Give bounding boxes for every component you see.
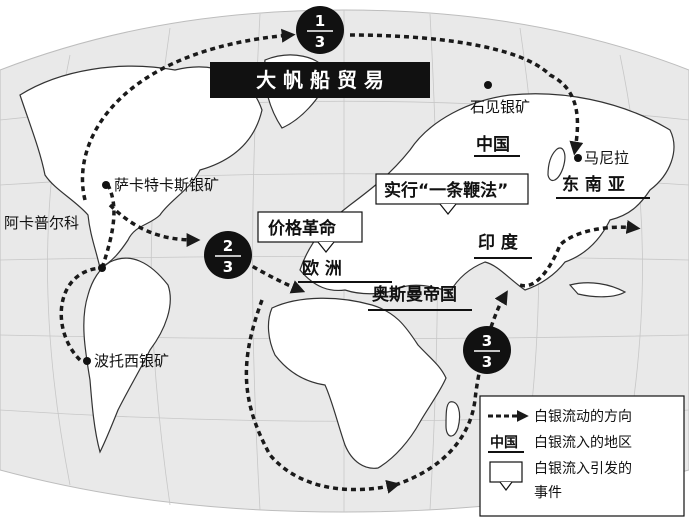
- japan: [547, 147, 566, 182]
- label-acapulco: 阿卡普尔科: [4, 214, 79, 232]
- banner-box: [210, 62, 430, 98]
- route-india-sea: [519, 220, 641, 288]
- svg-text:3: 3: [223, 258, 233, 276]
- route-africa-cape: [244, 299, 401, 494]
- label-china: 中国: [476, 134, 510, 155]
- label-manila: 马尼拉: [584, 149, 629, 167]
- legend-event-text-2: 事件: [534, 485, 562, 501]
- label-europe: 欧 洲: [302, 258, 342, 279]
- svg-text:1: 1: [315, 12, 325, 30]
- svg-text:2: 2: [223, 237, 233, 255]
- legend-event-text-1: 白银流入引发的: [534, 461, 632, 477]
- route-mexico-coast: [100, 184, 116, 269]
- label-ottoman: 奥斯曼帝国: [372, 284, 457, 305]
- legend-region-text: 白银流入的地区: [534, 435, 632, 451]
- north-america: [19, 65, 263, 269]
- banner-title: 大 帆 船 贸 易: [256, 68, 384, 92]
- route-pacific-1: [80, 28, 296, 201]
- svg-text:3: 3: [482, 353, 492, 371]
- label-india: 印 度: [478, 232, 519, 253]
- fraction-atlantic: 2 3: [204, 231, 252, 279]
- legend: 白银流动的方向 中国 白银流入的地区 白银流入引发的 事件: [479, 395, 685, 517]
- label-iwami-mine: 石见银矿: [470, 98, 530, 116]
- manila-dot: [574, 154, 582, 162]
- route-atlantic-2: [244, 260, 306, 294]
- svg-text:3: 3: [315, 33, 325, 51]
- route-atlantic: [108, 203, 201, 247]
- legend-flow-text: 白银流动的方向: [534, 409, 632, 425]
- label-zacatecas-mine: 萨卡特卡斯银矿: [114, 176, 219, 194]
- event-china: 实行“一条鞭法”: [384, 180, 508, 201]
- iwami-dot: [484, 81, 492, 89]
- silver-routes: [59, 28, 641, 494]
- fraction-pacific: 1 3: [296, 6, 344, 54]
- svg-text:3: 3: [482, 332, 492, 350]
- event-europe: 价格革命: [268, 218, 337, 239]
- legend-region-sample: 中国: [490, 434, 518, 451]
- event-box-china: [375, 173, 529, 205]
- route-pacific-2: [349, 33, 584, 156]
- indonesia: [568, 282, 627, 298]
- fraction-indian: 3 3: [463, 326, 511, 374]
- legend-event-icon: [489, 461, 523, 483]
- event-box-europe: [257, 211, 363, 243]
- acapulco-dot: [98, 264, 106, 272]
- label-southeast-asia: 东 南 亚: [562, 174, 625, 195]
- zacatecas-dot: [102, 181, 110, 189]
- route-indian: [394, 290, 508, 487]
- label-potosi-mine: 波托西银矿: [94, 352, 169, 370]
- madagascar: [445, 401, 461, 437]
- potosi-dot: [83, 357, 91, 365]
- south-america: [83, 257, 171, 454]
- mine-markers: [83, 81, 582, 365]
